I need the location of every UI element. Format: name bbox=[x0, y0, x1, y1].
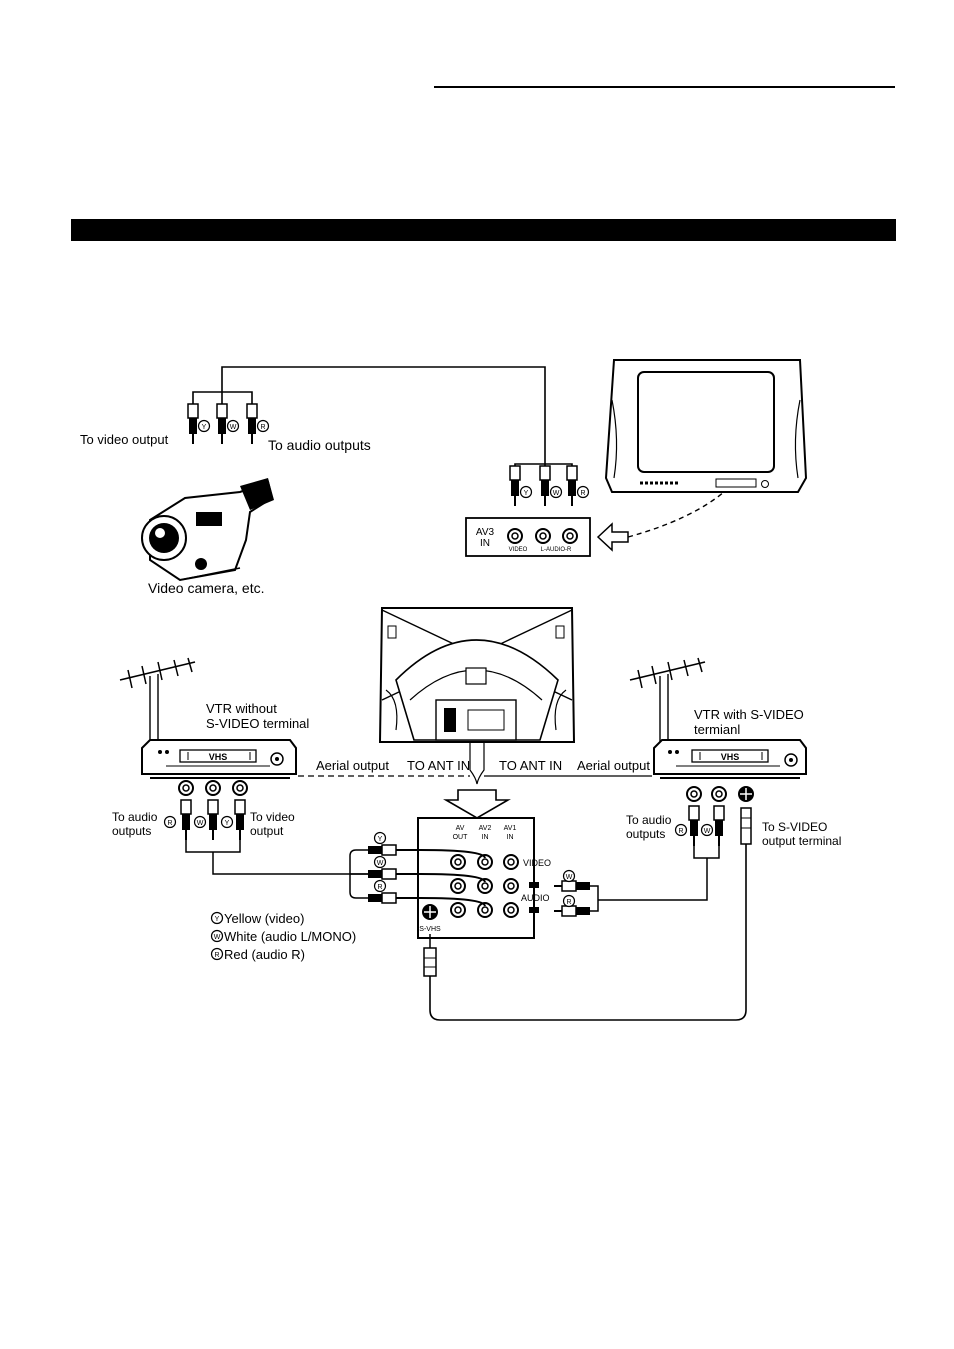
top-rule bbox=[434, 86, 895, 88]
tv-rear-icon bbox=[378, 607, 576, 752]
label-av-out-2: OUT bbox=[453, 834, 469, 841]
av3-pointer-arrow-icon bbox=[596, 491, 725, 552]
antenna-left-icon bbox=[119, 657, 196, 740]
svg-text:R: R bbox=[377, 884, 382, 891]
label-svhs: S-VHS bbox=[419, 926, 441, 933]
svg-text:W: W bbox=[704, 828, 711, 835]
label-vtr-right-1: VTR with S-VIDEO bbox=[694, 707, 804, 722]
vcr-right-jacks: R W bbox=[429, 786, 754, 1021]
legend-white: White (audio L/MONO) bbox=[224, 929, 356, 944]
av3-plugs: Y W R bbox=[509, 465, 590, 507]
antenna-right-icon bbox=[629, 657, 706, 742]
label-aerial-output-right: Aerial output bbox=[577, 758, 650, 773]
svg-text:W: W bbox=[230, 424, 237, 431]
av3-label: AV3 bbox=[476, 527, 495, 538]
camera-plugs: Y W R bbox=[187, 403, 270, 445]
vcr-right-icon bbox=[653, 739, 807, 779]
vcr-left-icon bbox=[141, 739, 297, 779]
svg-text:Y: Y bbox=[215, 916, 220, 923]
tv-front-icon bbox=[604, 359, 808, 493]
legend-red: Red (audio R) bbox=[224, 947, 305, 962]
svg-text:W: W bbox=[197, 820, 204, 827]
svg-text:W: W bbox=[214, 934, 221, 941]
label-right-to-audio-1: To audio bbox=[626, 813, 672, 827]
svg-text:Y: Y bbox=[225, 820, 230, 827]
svg-text:Y: Y bbox=[202, 424, 207, 431]
label-to-ant-in-left: TO ANT IN bbox=[407, 758, 470, 773]
vhs-label-left: VHS bbox=[209, 752, 228, 762]
label-left-to-video-2: output bbox=[250, 824, 284, 838]
av3-in-label: IN bbox=[480, 538, 490, 549]
svg-text:R: R bbox=[167, 820, 172, 827]
color-legend: Y W R bbox=[210, 911, 224, 961]
label-left-to-audio-1: To audio bbox=[112, 810, 158, 824]
label-av1-2: IN bbox=[507, 834, 514, 841]
label-right-to-audio-2: outputs bbox=[626, 827, 665, 841]
label-to-svideo-1: To S-VIDEO bbox=[762, 820, 827, 834]
label-left-to-audio-2: outputs bbox=[112, 824, 151, 838]
av3-panel bbox=[465, 517, 591, 557]
label-vtr-left-1: VTR without bbox=[206, 701, 277, 716]
label-panel-audio: AUDIO bbox=[521, 893, 550, 903]
video-camera-icon bbox=[141, 478, 274, 582]
av1-plugs: W R bbox=[553, 869, 599, 917]
svg-text:R: R bbox=[580, 490, 585, 497]
label-to-video-output-top: To video output bbox=[80, 432, 169, 447]
legend-yellow: Yellow (video) bbox=[224, 911, 304, 926]
label-to-svideo-2: output terminal bbox=[762, 834, 841, 848]
label-left-to-video-1: To video bbox=[250, 810, 295, 824]
top-av-cable bbox=[192, 366, 573, 466]
svg-text:R: R bbox=[678, 828, 683, 835]
av2-plugs: Y W R bbox=[349, 831, 486, 907]
down-arrow-icon bbox=[443, 789, 511, 819]
svg-text:Y: Y bbox=[524, 490, 529, 497]
av3-audio-label: L-AUDIO-R bbox=[541, 547, 572, 553]
label-video-camera: Video camera, etc. bbox=[148, 580, 264, 596]
label-vtr-right-2: termianl bbox=[694, 722, 740, 737]
vhs-label-right: VHS bbox=[721, 752, 740, 762]
svg-text:R: R bbox=[260, 424, 265, 431]
svhs-plug bbox=[423, 934, 437, 990]
svg-text:W: W bbox=[553, 490, 560, 497]
label-av2-1: AV2 bbox=[479, 825, 492, 832]
label-av1-1: AV1 bbox=[504, 825, 517, 832]
svg-text:R: R bbox=[566, 899, 571, 906]
svg-text:W: W bbox=[377, 860, 384, 867]
label-aerial-output-left: Aerial output bbox=[316, 758, 389, 773]
vcr-left-jacks: R W Y bbox=[163, 780, 450, 875]
label-vtr-left-2: S-VIDEO terminal bbox=[206, 716, 309, 731]
label-av-out-1: AV bbox=[456, 825, 465, 832]
svg-text:Y: Y bbox=[378, 836, 383, 843]
svg-text:W: W bbox=[566, 874, 573, 881]
label-to-ant-in-right: TO ANT IN bbox=[499, 758, 562, 773]
aerial-cables bbox=[298, 752, 652, 785]
label-panel-video: VIDEO bbox=[523, 858, 551, 868]
section-header-bar bbox=[71, 219, 896, 241]
label-av2-2: IN bbox=[482, 834, 489, 841]
label-to-audio-outputs-top: To audio outputs bbox=[268, 437, 371, 453]
av3-video-label: VIDEO bbox=[509, 547, 528, 553]
svg-text:R: R bbox=[214, 952, 219, 959]
